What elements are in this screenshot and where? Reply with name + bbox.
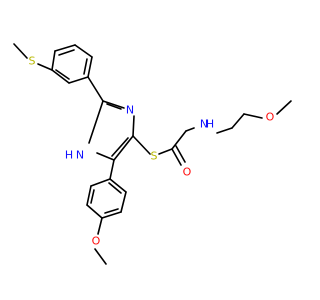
- bond: [276, 100, 292, 115]
- bond: [94, 248, 107, 265]
- bond: [74, 44, 93, 58]
- bond: [158, 148, 173, 155]
- bond: [96, 152, 115, 161]
- atom-h-amide: H: [206, 118, 214, 131]
- bond: [83, 58, 88, 75]
- atom-n-imidazole-1: N: [76, 149, 84, 162]
- bond: [13, 43, 28, 59]
- bond: [216, 127, 233, 134]
- atom-s-thioether: S: [151, 150, 158, 163]
- bond: [90, 189, 95, 204]
- atom-h-imidazole-1: H: [65, 149, 73, 162]
- bond: [120, 191, 127, 213]
- bond: [185, 127, 195, 132]
- bond: [87, 76, 104, 102]
- atom-o-ether-chain: O: [266, 111, 275, 124]
- bond: [171, 148, 182, 166]
- bond: [106, 103, 122, 110]
- bond: [109, 178, 127, 193]
- bond: [86, 204, 103, 219]
- atom-o-methoxy: O: [92, 235, 101, 248]
- bond: [132, 135, 151, 155]
- bond: [175, 145, 186, 163]
- bond: [68, 76, 89, 84]
- atom-n-amide: N: [200, 118, 208, 131]
- bond: [132, 115, 135, 137]
- atom-o-carbonyl: O: [183, 166, 192, 179]
- bond: [101, 211, 122, 219]
- bond: [108, 182, 122, 194]
- bond: [90, 178, 111, 187]
- bond-layer: [13, 43, 292, 265]
- bond: [51, 69, 70, 84]
- bond: [54, 44, 76, 52]
- bond: [111, 137, 129, 157]
- atom-n-imidazole-3: N: [126, 104, 134, 117]
- bond: [113, 135, 134, 161]
- bond: [55, 69, 70, 80]
- bond: [102, 100, 125, 109]
- structure-diagram: S N H N S N H O O O: [13, 43, 292, 265]
- bond: [231, 113, 245, 129]
- bond: [109, 159, 115, 180]
- bond: [58, 49, 75, 56]
- bond: [37, 63, 53, 71]
- atom-s-methylthio: S: [29, 55, 36, 68]
- bond: [243, 113, 263, 119]
- bond: [88, 100, 104, 144]
- bond: [97, 217, 103, 235]
- bond: [171, 130, 187, 150]
- bond: [86, 185, 92, 206]
- bond: [51, 50, 56, 71]
- atom-label-layer: S N H N S N H O O O: [29, 55, 275, 248]
- bond: [104, 208, 119, 214]
- bond: [87, 56, 93, 78]
